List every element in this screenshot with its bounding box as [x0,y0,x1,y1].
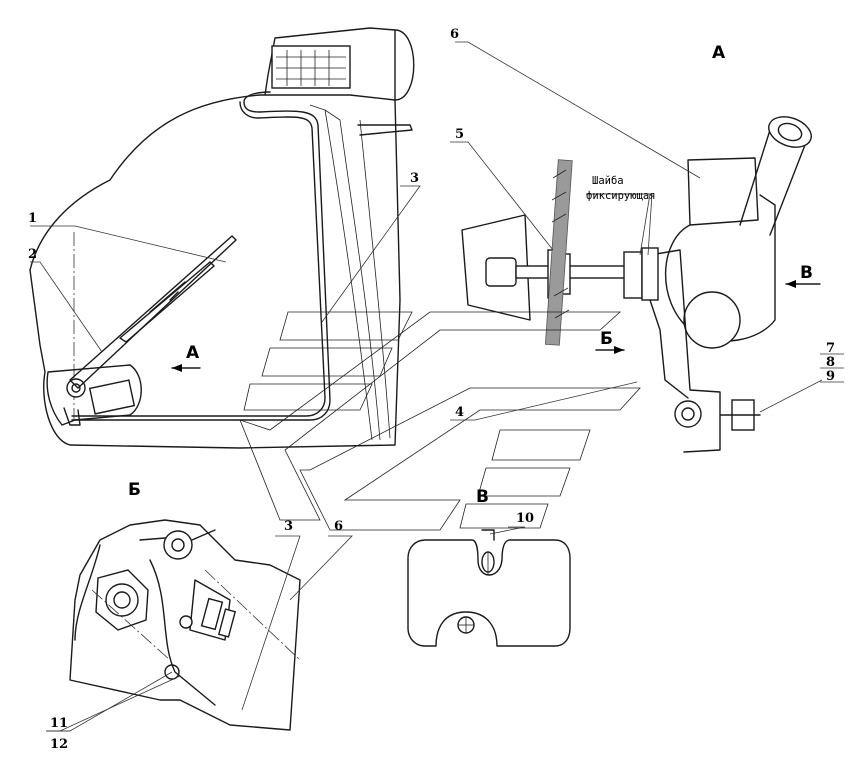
view-label-b: Б [128,480,141,500]
hatch-chevron-icon [239,311,641,531]
cab-main-view [29,27,415,449]
callout-3: 3 [410,171,419,186]
callout-6: 6 [450,27,459,42]
callout-4: 4 [455,405,464,420]
arrow-label-b: Б [600,329,613,349]
view-b-detail [69,519,301,731]
view-label-v: В [476,487,489,507]
callout-6-b: 6 [334,519,343,534]
note-line-1: Шайба [592,175,624,187]
callout-7: 7 [826,341,835,356]
callout-9: 9 [826,369,835,384]
view-label-a: А [712,43,726,63]
callout-1: 1 [28,211,37,226]
view-a-detail [461,116,821,453]
labels: А Б В А Б В Шайба фиксирующая 1 2 3 3 4 … [28,27,835,752]
callout-8: 8 [826,355,835,370]
callout-5: 5 [455,127,464,142]
callout-3-b: 3 [284,519,293,534]
arrow-label-a: А [186,343,200,363]
arrow-label-v: В [800,263,813,283]
callout-11: 11 [50,716,68,731]
note-line-2: фиксирующая [586,190,656,202]
view-v-detail [407,529,571,647]
leader-lines [30,41,844,732]
callout-12: 12 [50,737,68,752]
callout-2: 2 [28,247,37,262]
callout-10: 10 [516,511,534,526]
